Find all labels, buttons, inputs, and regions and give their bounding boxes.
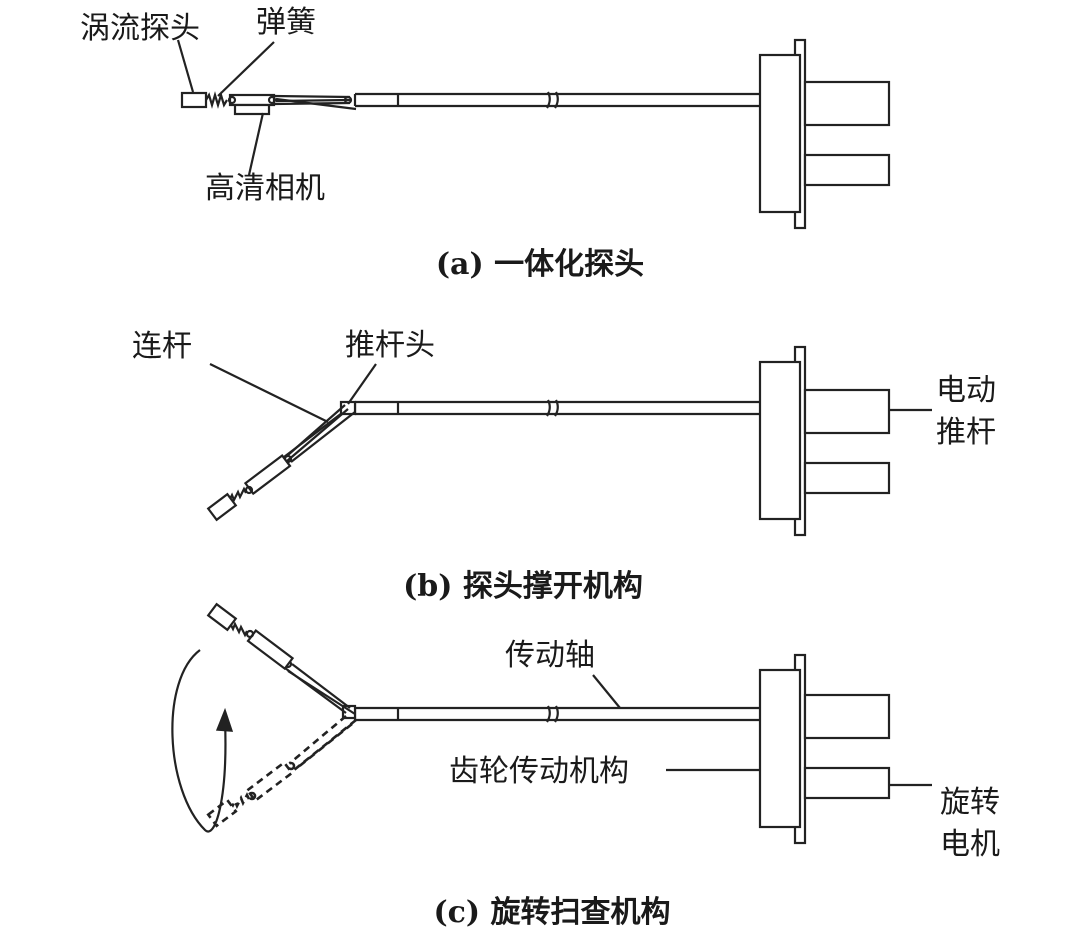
label-eddy-probe: 涡流探头 — [80, 11, 200, 46]
eddy-probe-b — [206, 492, 238, 522]
hd-camera-b — [243, 454, 292, 496]
housing-c — [758, 653, 891, 845]
eddy-probe-a — [180, 91, 208, 109]
label-rotary-motor-1: 旋转 — [940, 785, 1000, 820]
label-drive-shaft: 传动轴 — [505, 638, 595, 673]
caption-b: (b) 探头撑开机构 — [403, 569, 643, 604]
leader-spring — [217, 41, 275, 97]
probe-assembly-a — [180, 91, 357, 116]
label-rotary-motor-2: 电机 — [940, 827, 1000, 862]
spring-a — [205, 91, 228, 109]
caption-a: (a) 一体化探头 — [436, 247, 644, 282]
housing-b — [758, 345, 891, 537]
label-hd-camera: 高清相机 — [205, 171, 325, 206]
eddy-probe-c-upper — [206, 602, 238, 632]
leader-push-rod-head — [347, 363, 377, 405]
leader-link-rod — [209, 363, 329, 423]
panel-c: 传动轴 齿轮传动机构 旋转 电机 (c) 旋转扫查机构 — [171, 602, 1000, 930]
label-electric-push-rod-1: 电动 — [936, 373, 996, 408]
hd-camera-body-a — [233, 103, 271, 116]
panel-b: 连杆 推杆头 电动 推杆 (b) 探头撑开机构 — [132, 328, 996, 604]
probe-assembly-b — [206, 400, 357, 522]
hd-camera-c-upper — [246, 629, 295, 671]
label-push-rod-head: 推杆头 — [345, 328, 435, 363]
eddy-probe-c-lower — [206, 798, 238, 828]
label-gear-drive: 齿轮传动机构 — [449, 754, 629, 789]
hd-camera-c-lower — [245, 760, 294, 803]
label-spring: 弹簧 — [256, 5, 316, 40]
housing-a — [758, 38, 891, 230]
label-electric-push-rod-2: 推杆 — [936, 415, 996, 450]
leader-drive-shaft — [592, 674, 621, 709]
shaft-c — [353, 705, 760, 723]
shaft-b — [353, 399, 760, 417]
caption-c: (c) 旋转扫查机构 — [433, 895, 670, 930]
probe-lower-dashed-c — [206, 715, 357, 828]
shaft-a — [353, 91, 760, 109]
leader-hd-camera — [247, 112, 265, 176]
rotation-arrow-icon — [171, 649, 234, 833]
leader-eddy-probe — [176, 39, 195, 93]
label-link-rod: 连杆 — [132, 329, 192, 364]
panel-a: 涡流探头 弹簧 高清相机 (a) 一体化探头 — [80, 5, 891, 282]
probe-upper-c — [206, 602, 357, 720]
